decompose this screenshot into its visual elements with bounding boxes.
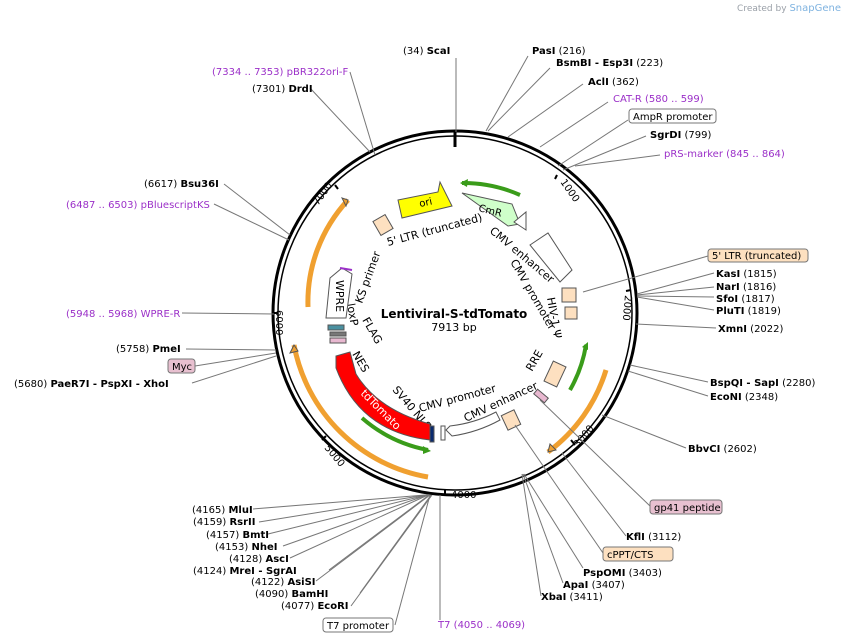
tdtomato-feature [335,351,431,441]
plasmid-name: Lentiviral-S-tdTomato [381,307,528,321]
site-sgrdi: SgrDI (799) [650,130,712,141]
site-pspomi: PspOMI (3403) [583,568,662,579]
site-kfli: KflI (3112) [626,532,681,543]
small-tick-block [440,425,446,441]
site-nari: NarI (1816) [716,282,776,293]
site-asisi: (4122) AsiSI [251,577,316,588]
t7-promoter-box [322,617,394,633]
primer-pbr322ori-f: (7334 .. 7353) pBR322ori-F [212,67,348,78]
site-econi: EcoNI (2348) [710,392,778,403]
green-arc-right-head [582,342,588,350]
rre-block [543,360,567,388]
gp41-box [649,499,723,515]
site-labels: (34) ScaI PasI (216) BsmBI - Esp3I (223)… [14,46,815,633]
tick-6000: 6000 [273,310,284,335]
tick-marks [273,174,632,494]
small-white-arrow [513,210,527,231]
site-ecori: (4077) EcoRI [281,601,349,612]
callout-lines [181,55,717,626]
credit-prefix: Created by [737,4,787,14]
site-scai: (34) ScaI [403,46,450,57]
site-acli: AclI (362) [588,77,639,88]
site-drdi: (7301) DrdI [252,84,313,95]
site-bbvci: BbvCI (2602) [688,444,757,455]
tick-7000: 7000 [311,181,335,208]
loxp-label: loxP [344,302,361,327]
t7-promoter-label: T7 promoter [326,621,390,632]
nes-block [329,337,347,344]
site-pmei: (5758) PmeI [116,344,181,355]
site-bspqi: BspQI - SapI (2280) [710,378,815,389]
primer-cat-r: CAT-R (580 .. 599) [613,94,704,105]
ltr5-block [372,213,394,237]
gp41-block [533,388,549,404]
hiv-block-2 [564,306,578,320]
cmv-enhancer-top-block [529,232,573,283]
orange-arc-right-head [547,443,557,453]
cmv-enhancer-bottom-label: CMV enhancer [462,379,540,425]
rre-label: RRE [523,348,545,374]
ltr5-label: 5' LTR (truncated) [385,211,483,249]
credit-brand: SnapGene [789,3,841,14]
site-rsrii: (4159) RsrII [193,517,255,528]
site-bmti: (4157) BmtI [206,530,269,541]
primer-t7: T7 (4050 .. 4069) [437,620,525,631]
ltr5-box [707,248,809,263]
ori-label: ori [418,196,433,209]
site-xbai: XbaI (3411) [541,592,603,603]
cppt-box [602,546,674,562]
site-bsmbi: BsmBI - Esp3I (223) [556,58,663,69]
ori-feature [397,180,453,219]
tick-2000: 2000 [620,295,633,321]
primer-wpre-r: (5948 .. 5968) WPRE-R [66,309,180,320]
orange-arc-left-top-head [341,197,349,208]
myc-label: Myc [172,362,192,373]
site-bsu36i: (6617) Bsu36I [144,179,219,190]
site-apai: ApaI (3407) [563,580,625,591]
wpre-block [325,267,353,319]
tick-4000: 4000 [451,490,476,501]
plasmid-size: 7913 bp [431,321,476,334]
site-xmni: XmnI (2022) [718,324,784,335]
site-kasi: KasI (1815) [716,269,777,280]
hiv-block-1 [561,287,577,303]
site-asci: (4128) AscI [229,554,289,565]
cppt-callout: cPPT/CTS [607,550,653,561]
primer-pbluescriptks: (6487 .. 6503) pBluescriptKS [66,200,210,211]
green-arc-top-head [460,179,468,187]
orange-arc-right [546,369,609,455]
cmv-enhancer-bottom-block [445,411,501,437]
ks-primer-label: KS primer [353,249,384,305]
site-pasi: PasI (216) [532,46,586,57]
green-arc-bottom [360,416,429,452]
site-sfoi: SfoI (1817) [716,294,775,305]
site-xhoi: (5680) PaeR7I - PspXI - XhoI [14,379,169,390]
ampr-promoter-box [628,108,717,124]
wpre-label: WPRE [333,280,346,312]
flag-block [329,331,347,337]
orange-arc-bottom-left-head [289,344,299,354]
ampr-promoter-label: AmpR promoter [633,112,713,123]
sv40-block [429,425,435,443]
snapgene-credit: Created by SnapGene [737,3,841,14]
site-nhei: (4153) NheI [215,542,277,553]
myc-box [167,358,196,374]
green-arc-right [568,344,588,391]
orange-arc-bottom-left [291,344,429,480]
primer-prs-marker: pRS-marker (845 .. 864) [664,149,785,160]
loxp-block [327,324,345,331]
ltr5-callout: 5' LTR (truncated) [712,251,801,262]
green-arc-bottom-head [423,446,431,454]
green-arc-top [461,180,521,197]
site-mlui: (4165) MluI [192,505,253,516]
site-pluti: PluTI (1819) [716,306,781,317]
orange-arc-left-top [305,198,350,308]
site-bamhi: (4090) BamHI [255,589,328,600]
ks-primer-mark [339,267,353,271]
tick-1000: 1000 [558,177,582,204]
site-mrei: (4124) MreI - SgrAI [193,566,297,577]
gp41-callout: gp41 peptide [654,503,721,514]
cppt-block [500,409,522,431]
